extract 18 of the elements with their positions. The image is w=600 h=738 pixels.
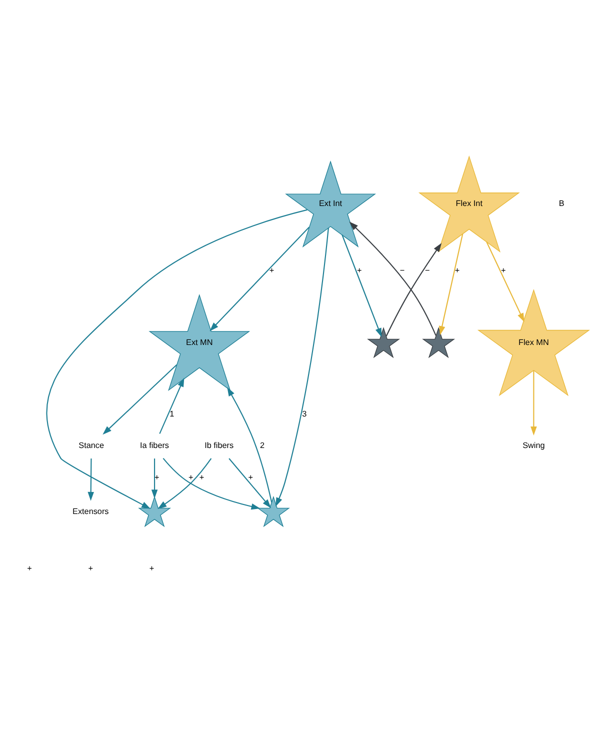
arrow [349,222,436,336]
arrow [46,209,308,509]
arrow [158,458,212,509]
arrow [228,458,272,508]
arrow [151,458,158,499]
arrow [486,242,524,322]
arrow [227,387,272,503]
arrow [210,226,310,332]
arrow [530,370,537,436]
arrow [162,458,260,510]
arrow [342,234,382,338]
arrow [438,234,464,336]
arrow [386,242,442,336]
node-star [138,496,171,528]
arrow [102,364,178,435]
arrow [88,458,94,501]
arrow [159,378,184,434]
arrow [276,228,329,507]
